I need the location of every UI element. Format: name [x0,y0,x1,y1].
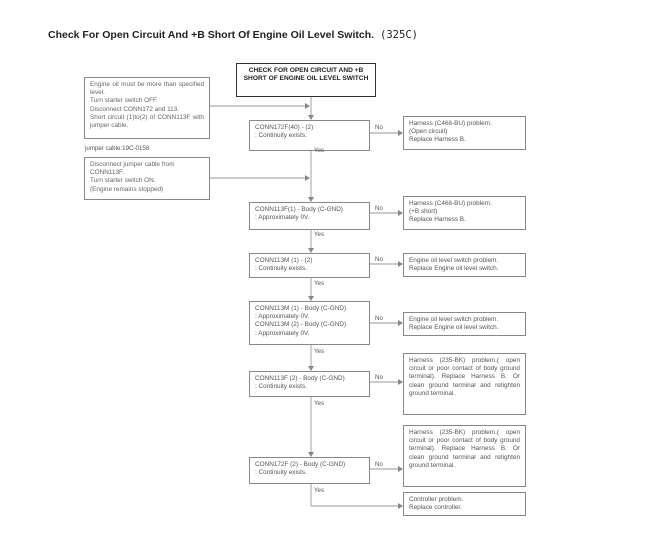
no-label-4: No [375,315,383,322]
check-box-3: CONN113M (1) - (2) : Continuity exists. [249,253,370,278]
yes-label-4: Yes [314,348,325,355]
check-box-6: CONN172F (2) - Body (C-GND) : Continuity… [249,457,370,484]
no-label-1: No [375,124,383,131]
check-box-1: CONN172F(40) - (2) : Continuity exists. [249,120,370,151]
precondition-note: Engine oil must be more than specified l… [84,77,210,139]
result-box-7: Controller problem. Replace controller. [403,492,526,516]
yes-label-5: Yes [314,400,325,407]
yes-label-2: Yes [314,231,325,238]
result-box-3: Engine oil level switch problem. Replace… [403,253,526,277]
title-text: Check For Open Circuit And +B Short Of E… [48,29,375,41]
start-box: CHECK FOR OPEN CIRCUIT AND +B SHORT OF E… [236,63,376,97]
check-box-5: CONN113F (2) - Body (C-GND) : Continuity… [249,371,370,397]
yes-label-6: Yes [314,487,325,494]
result-box-4: Engine oil level switch problem. Replace… [403,312,526,336]
no-label-5: No [375,374,383,381]
procedure-code: (325C) [380,29,418,41]
result-box-5: Harness (235-BK) problem.( open circuit … [403,353,526,415]
no-label-3: No [375,256,383,263]
check-box-4: CONN113M (1) - Body (C-GND) : Approximat… [249,301,370,345]
page-title: Check For Open Circuit And +B Short Of E… [48,29,418,41]
result-box-6: Harness (235-BK) problem.( open circuit … [403,425,526,487]
yes-label-1: Yes [314,147,325,154]
result-box-2: Harness (C468-BU) problem. (+B short) Re… [403,196,526,230]
no-label-2: No [375,205,383,212]
reset-note: Disconnect jumper cable from CONN113F. T… [84,157,210,200]
no-label-6: No [375,461,383,468]
yes-label-3: Yes [314,280,325,287]
check-box-2: CONN113F(1) - Body (C-GND) : Approximate… [249,202,370,230]
result-box-1: Harness (C468-BU) problem. (Open circuit… [403,116,526,150]
jumper-cable-label: jumper cable:19C-0158 [85,145,150,152]
